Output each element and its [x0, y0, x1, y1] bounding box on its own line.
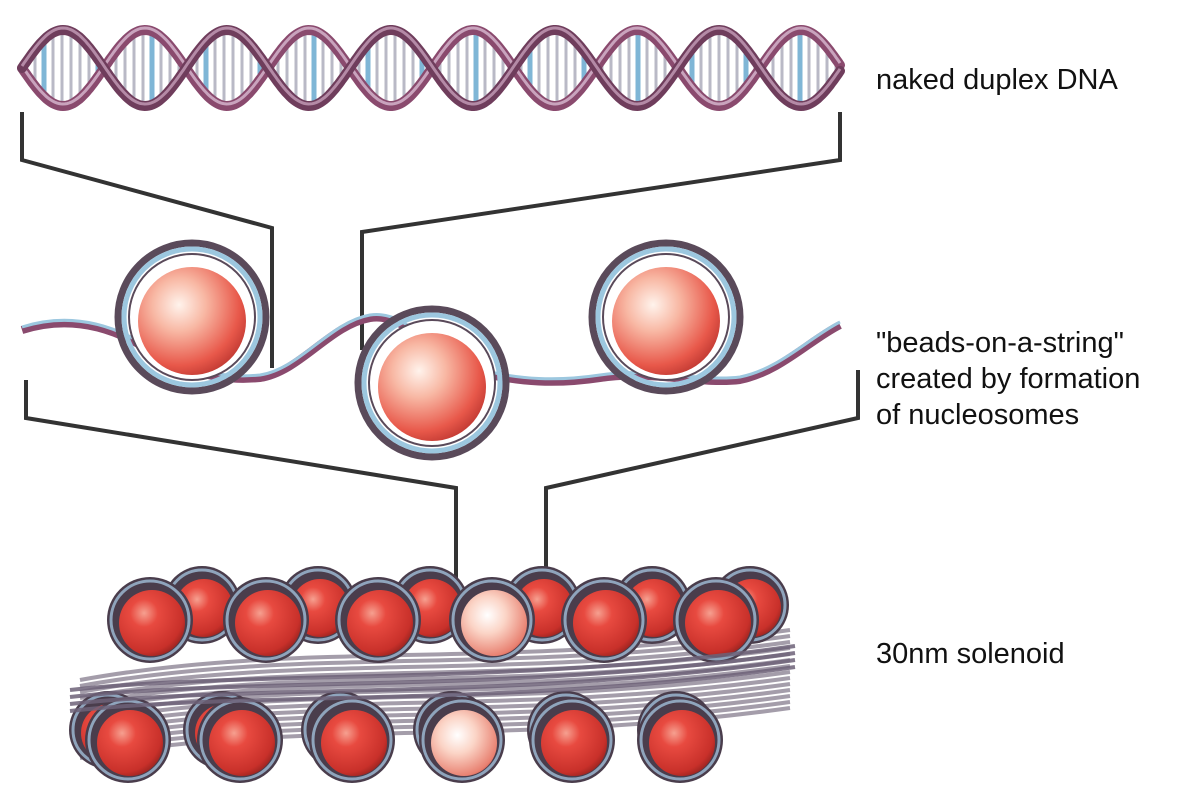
30nm-solenoid-fiber [69, 566, 795, 783]
beads-on-a-string [22, 243, 840, 457]
histone-bead-icon [378, 333, 486, 441]
label-naked-dna: naked duplex DNA [876, 62, 1118, 98]
label-beads-line-2: created by formation [876, 361, 1140, 397]
label-solenoid-text: 30nm solenoid [876, 638, 1065, 670]
histone-bead-icon [541, 710, 607, 776]
histone-bead-icon [461, 590, 527, 656]
label-beads-line-3: of nucleosomes [876, 397, 1140, 433]
histone-bead-icon [431, 710, 497, 776]
lower-connector-right [546, 370, 858, 592]
histone-bead-icon [97, 710, 163, 776]
label-naked-dna-text: naked duplex DNA [876, 64, 1118, 96]
helix-backbone-highlight [22, 28, 840, 104]
histone-bead-icon [235, 590, 301, 656]
histone-bead-icon [612, 267, 720, 375]
histone-bead-icon [321, 710, 387, 776]
histone-bead-icon [138, 267, 246, 375]
label-beads-line-1: "beads-on-a-string" [876, 325, 1140, 361]
histone-bead-icon [649, 710, 715, 776]
histone-bead-icon [119, 590, 185, 656]
label-solenoid: 30nm solenoid [876, 636, 1065, 672]
histone-bead-icon [685, 590, 751, 656]
histone-bead-icon [209, 710, 275, 776]
label-beads-on-a-string: "beads-on-a-string" created by formation… [876, 325, 1140, 433]
helix-backbone-strand [22, 30, 840, 106]
histone-bead-icon [347, 590, 413, 656]
naked-dna-helix [22, 28, 840, 106]
histone-bead-icon [573, 590, 639, 656]
